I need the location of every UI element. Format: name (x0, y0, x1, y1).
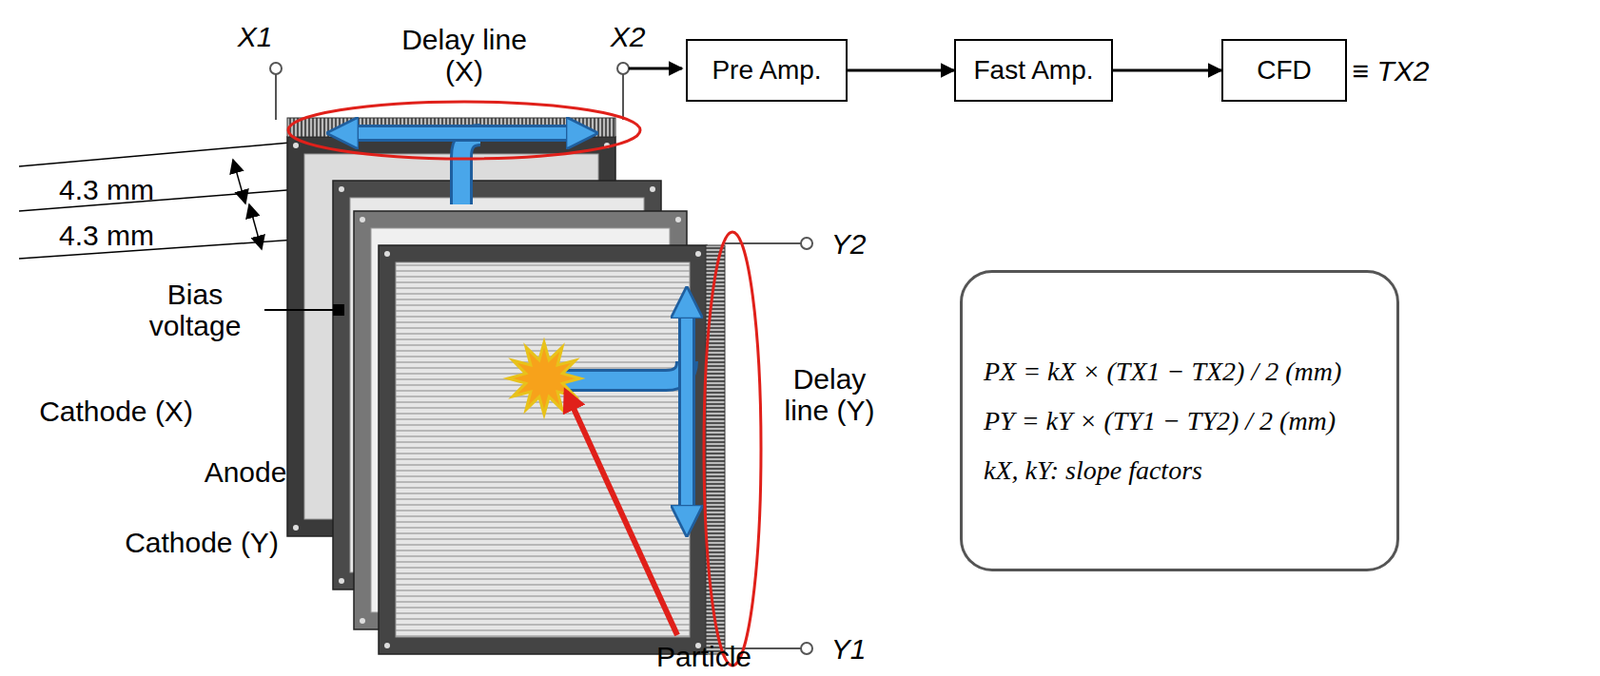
part-label: Y2 (831, 228, 867, 260)
part-label: Bias voltage (128, 278, 262, 342)
highlight-ellipse (703, 232, 761, 666)
bias-lead (264, 309, 335, 312)
part-label: X2 (610, 20, 646, 53)
signal-arrows (342, 133, 687, 522)
part-label: 4.3 mm (58, 219, 155, 252)
part-label: Delay line (X) (392, 23, 536, 87)
part-label: Cathode (Y) (124, 526, 279, 559)
signal-arrow (847, 69, 955, 73)
part-label: Cathode (X) (39, 395, 194, 428)
equation-text: PX = kX × (TX1 − TX2) / 2 (mm) (983, 356, 1342, 388)
bias-terminal (332, 304, 345, 316)
process-box: Fast Amp. (954, 39, 1113, 102)
process-box: CFD (1221, 39, 1347, 102)
part-label: Delay line (Y) (767, 363, 892, 427)
part-label: ≡ TX2 (1352, 55, 1430, 87)
particle-track (565, 391, 678, 636)
signal-wire (628, 67, 683, 71)
terminals (270, 62, 813, 655)
delay-line-y (705, 245, 725, 655)
equation-text: PY = kY × (TY1 − TY2) / 2 (mm) (983, 406, 1336, 437)
equation-text: kX, kY: slope factors (983, 455, 1203, 487)
part-label: 4.3 mm (58, 174, 155, 206)
part-label: Y1 (831, 633, 867, 665)
delay-line-x (287, 117, 616, 137)
process-box: Pre Amp. (685, 39, 848, 102)
part-label: Particle (656, 641, 752, 673)
box-label: Pre Amp. (711, 55, 821, 86)
box-label: CFD (1256, 55, 1312, 86)
box-label: Fast Amp. (973, 55, 1093, 86)
part-label: Anode (204, 456, 288, 488)
highlight-ellipse (288, 101, 641, 159)
part-label: X1 (237, 20, 274, 53)
signal-arrow (1112, 69, 1222, 73)
detector-plates (287, 136, 707, 655)
formula-box: PX = kX × (TX1 − TX2) / 2 (mm) PY = kY × … (959, 270, 1400, 572)
